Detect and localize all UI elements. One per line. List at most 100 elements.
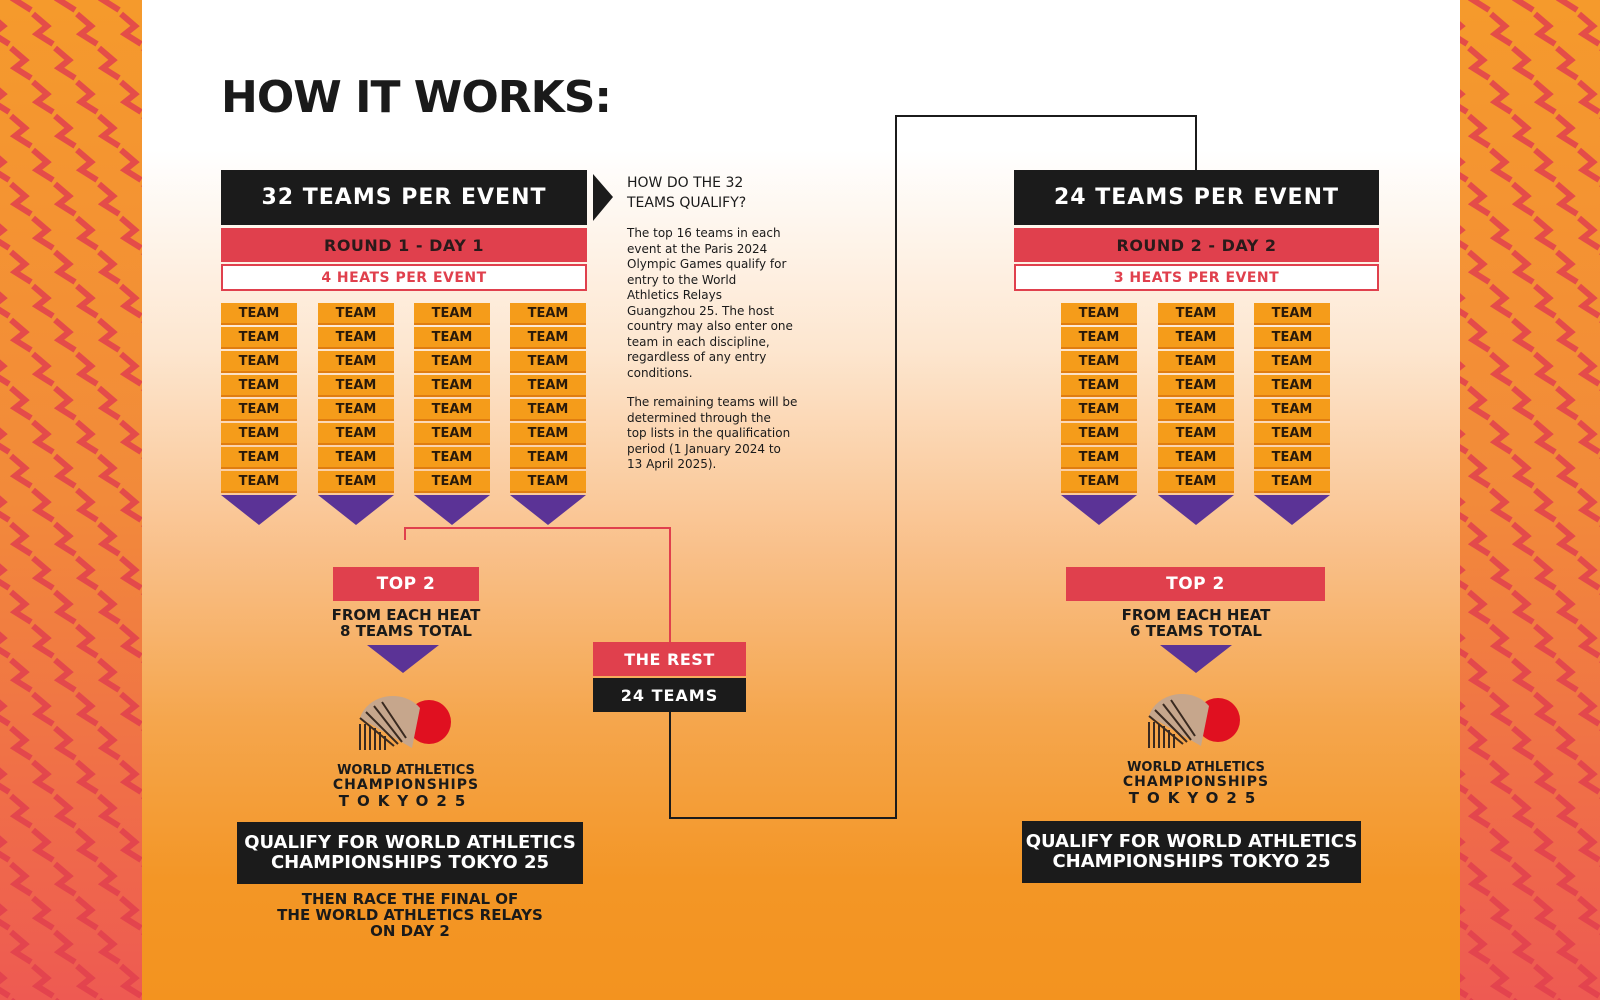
round1-final-note: THEN RACE THE FINAL OF THE WORLD ATHLETI… [240,891,580,939]
team-slot: TEAM [1061,375,1137,395]
paragraph-line: period (1 January 2024 to [627,441,781,456]
tokyo25-logo-mark [352,688,462,758]
team-slot: TEAM [510,423,586,443]
team-slot: TEAM [414,471,490,491]
round2-top2-label: TOP 2 [1066,567,1325,601]
round2-top2-arrow [1160,645,1232,673]
team-slot: TEAM [318,327,394,347]
team-slot: TEAM [1254,351,1330,371]
round1-header: 32 TEAMS PER EVENT [221,170,587,225]
logo-line3: TOKYO25 [338,792,474,810]
team-slot: TEAM [221,327,297,347]
left-pattern-border [0,0,142,1000]
team-slot: TEAM [1254,375,1330,395]
round1-qualify-line1: QUALIFY FOR WORLD ATHLETICS [244,832,576,853]
paragraph-line: The top 16 teams in each [627,226,781,240]
team-slot: TEAM [510,399,586,419]
round2-top2-line1: FROM EACH HEAT [1121,606,1271,624]
team-slot: TEAM [414,375,490,395]
paragraph-line: Athletics Relays [627,288,722,302]
round2-qualify-line2: CHAMPIONSHIPS TOKYO 25 [1052,851,1331,872]
team-slot: TEAM [1254,447,1330,467]
team-slot: TEAM [510,303,586,323]
team-slot: TEAM [414,399,490,419]
final-note-line1: THEN RACE THE FINAL OF [301,890,519,908]
logo2-line3: TOKYO25 [1128,789,1264,807]
round1-top2-arrow [367,645,439,673]
team-slot: TEAM [1254,399,1330,419]
team-slot: TEAM [510,327,586,347]
team-slot: TEAM [318,423,394,443]
round1-top2-line1: FROM EACH HEAT [331,606,481,624]
team-slot: TEAM [1061,423,1137,443]
paragraph-line: Guangzhou 25. The host [627,303,775,318]
round2-heat-column: TEAM TEAM TEAM TEAM TEAM TEAM TEAM TEAM [1254,303,1330,525]
round2-heats-bar: 3 HEATS PER EVENT [1014,264,1379,291]
final-note-line3: ON DAY 2 [370,922,450,940]
paragraph-line: event at the Paris 2024 [627,241,768,256]
team-slot: TEAM [1061,471,1137,491]
team-slot: TEAM [1254,327,1330,347]
question-line2: TEAMS QUALIFY? [627,195,747,211]
round1-top2-label: TOP 2 [333,567,479,601]
round2-top2-desc: FROM EACH HEAT 6 TEAMS TOTAL [1093,607,1299,639]
rest-label: THE REST [593,642,746,676]
page-title: HOW IT WORKS: [221,72,612,123]
team-slot: TEAM [414,351,490,371]
team-slot: TEAM [1061,399,1137,419]
team-slot: TEAM [1158,327,1234,347]
team-slot: TEAM [510,375,586,395]
team-slot: TEAM [221,351,297,371]
team-slot: TEAM [1158,303,1234,323]
team-slot: TEAM [1061,327,1137,347]
team-slot: TEAM [414,447,490,467]
team-slot: TEAM [221,399,297,419]
team-slot: TEAM [318,471,394,491]
team-slot: TEAM [1158,351,1234,371]
logo-line2: CHAMPIONSHIPS [332,777,480,793]
team-slot: TEAM [318,399,394,419]
round1-top2-desc: FROM EACH HEAT 8 TEAMS TOTAL [303,607,509,639]
tokyo25-logo-mark-2 [1141,686,1251,756]
heat-down-arrow [221,495,297,525]
team-slot: TEAM [414,423,490,443]
round2-round-bar: ROUND 2 - DAY 2 [1014,228,1379,262]
paragraph-line: entry to the World [627,272,737,287]
paragraph-line: country may also enter one [627,319,793,333]
team-slot: TEAM [1158,447,1234,467]
round1-qualify-line2: CHAMPIONSHIPS TOKYO 25 [270,852,550,873]
final-note-line2: THE WORLD ATHLETICS RELAYS [277,906,543,924]
qualify-question: HOW DO THE 32 TEAMS QUALIFY? [627,173,827,213]
team-slot: TEAM [318,303,394,323]
tokyo25-logo-text-2: WORLD ATHLETICS CHAMPIONSHIPS TOKYO25 [1106,760,1286,807]
team-slot: TEAM [221,447,297,467]
team-slot: TEAM [510,447,586,467]
paragraph-line: regardless of any entry [627,350,767,364]
team-slot: TEAM [221,423,297,443]
heat-down-arrow [1254,495,1330,525]
team-slot: TEAM [1254,303,1330,323]
team-slot: TEAM [1254,423,1330,443]
team-slot: TEAM [318,351,394,371]
paragraph-line: determined through the [627,410,771,425]
arrow-right-icon [593,174,613,221]
paragraph-line: The remaining teams will be [627,395,798,409]
team-slot: TEAM [318,447,394,467]
logo2-line1: WORLD ATHLETICS [1127,760,1265,775]
round1-top2-line2: 8 TEAMS TOTAL [340,622,472,640]
team-slot: TEAM [221,471,297,491]
heat-down-arrow [1061,495,1137,525]
paragraph-line: Olympic Games qualify for [627,257,787,271]
heat-down-arrow [1158,495,1234,525]
team-slot: TEAM [1254,471,1330,491]
question-line1: HOW DO THE 32 [627,175,744,191]
team-slot: TEAM [221,303,297,323]
right-pattern-border [1458,0,1600,1000]
paragraph-line: team in each discipline, [627,334,770,349]
